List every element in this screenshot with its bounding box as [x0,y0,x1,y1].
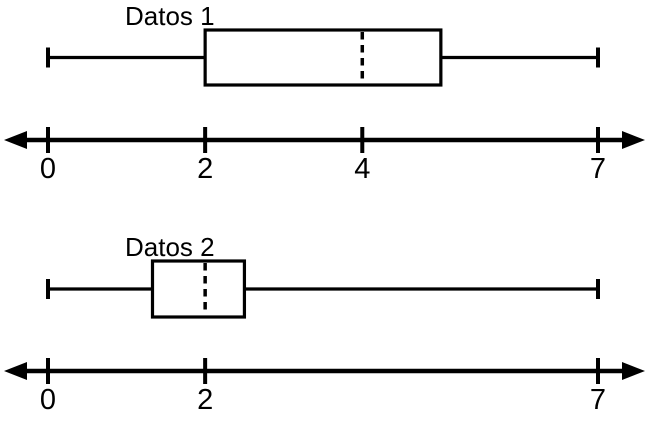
plot1-title: Datos 1 [125,1,215,31]
plot2-axis-left-arrowhead [4,362,27,380]
plot1-axis-tick-label-7: 7 [589,153,607,185]
plot1-axis-tick-label-2: 2 [197,153,214,185]
plot2-axis-tick-label-0: 0 [39,384,57,416]
plot1-axis-tick-label-0: 0 [39,153,57,185]
plot1-axis-tick-label-4: 4 [354,153,371,185]
plot1-axis-left-arrowhead [4,131,27,149]
plot2-axis-tick-label-2: 2 [197,384,214,416]
plot1-axis-right-arrowhead [622,131,645,149]
plot2-title: Datos 2 [125,232,215,262]
plot1-iqr-box [203,28,443,87]
plot2-axis-tick-label-7: 7 [589,384,607,416]
plot2-iqr-box [150,259,247,319]
plot2-axis-right-arrowhead [622,362,645,380]
